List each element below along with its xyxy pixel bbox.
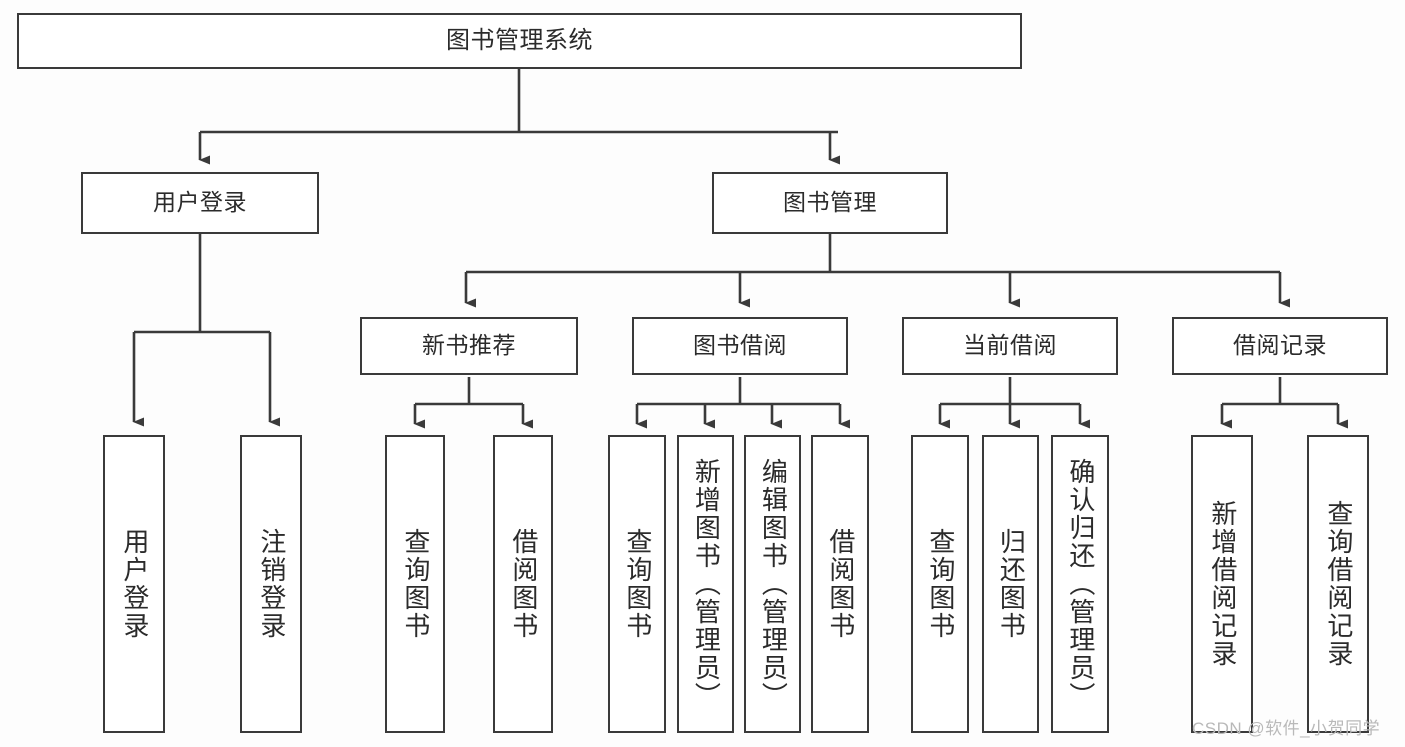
node-current-borrow[interactable]: 当前借阅 (902, 317, 1118, 375)
csdn-watermark: CSDN @软件_小贺同学 (1192, 719, 1381, 738)
node-label: 确认归还（管理员） (1065, 458, 1096, 710)
leaf-borrow-borrow-book[interactable]: 借阅图书 (811, 435, 869, 733)
leaf-borrow-add-book[interactable]: 新增图书（管理员） (677, 435, 734, 733)
node-label: 查询借阅记录 (1323, 500, 1354, 668)
leaf-borrow-query-book[interactable]: 查询图书 (608, 435, 666, 733)
leaf-recommend-query-book[interactable]: 查询图书 (385, 435, 445, 733)
leaf-recommend-borrow-book[interactable]: 借阅图书 (493, 435, 553, 733)
leaf-record-add-record[interactable]: 新增借阅记录 (1191, 435, 1253, 733)
node-label: 借阅图书 (508, 528, 539, 640)
node-book-management[interactable]: 图书管理 (712, 172, 948, 234)
leaf-current-query-book[interactable]: 查询图书 (911, 435, 969, 733)
node-root-system[interactable]: 图书管理系统 (17, 13, 1022, 69)
node-label: 归还图书 (996, 528, 1027, 640)
node-label: 新增借阅记录 (1207, 500, 1238, 668)
node-label: 图书管理 (783, 189, 877, 216)
node-new-book-recommend[interactable]: 新书推荐 (360, 317, 578, 375)
node-label: 注销登录 (256, 528, 287, 640)
leaf-current-confirm-return[interactable]: 确认归还（管理员） (1051, 435, 1109, 733)
node-label: 当前借阅 (963, 332, 1057, 359)
node-label: 编辑图书（管理员） (758, 458, 789, 710)
node-label: 查询图书 (622, 528, 653, 640)
node-book-borrow[interactable]: 图书借阅 (632, 317, 848, 375)
node-label: 图书借阅 (693, 332, 787, 359)
leaf-current-return-book[interactable]: 归还图书 (982, 435, 1039, 733)
node-label: 借阅图书 (825, 528, 856, 640)
leaf-record-query-record[interactable]: 查询借阅记录 (1307, 435, 1369, 733)
node-label: 借阅记录 (1233, 332, 1327, 359)
leaf-user-login-signin[interactable]: 用户登录 (103, 435, 165, 733)
leaf-user-login-signout[interactable]: 注销登录 (240, 435, 302, 733)
node-label: 新书推荐 (422, 332, 516, 359)
node-label: 查询图书 (925, 528, 956, 640)
node-label: 用户登录 (119, 528, 150, 640)
node-label: 用户登录 (153, 189, 247, 216)
node-label: 图书管理系统 (446, 26, 593, 54)
leaf-borrow-edit-book[interactable]: 编辑图书（管理员） (744, 435, 801, 733)
node-borrow-record[interactable]: 借阅记录 (1172, 317, 1388, 375)
node-label: 查询图书 (400, 528, 431, 640)
node-label: 新增图书（管理员） (691, 458, 722, 710)
node-user-login[interactable]: 用户登录 (81, 172, 319, 234)
